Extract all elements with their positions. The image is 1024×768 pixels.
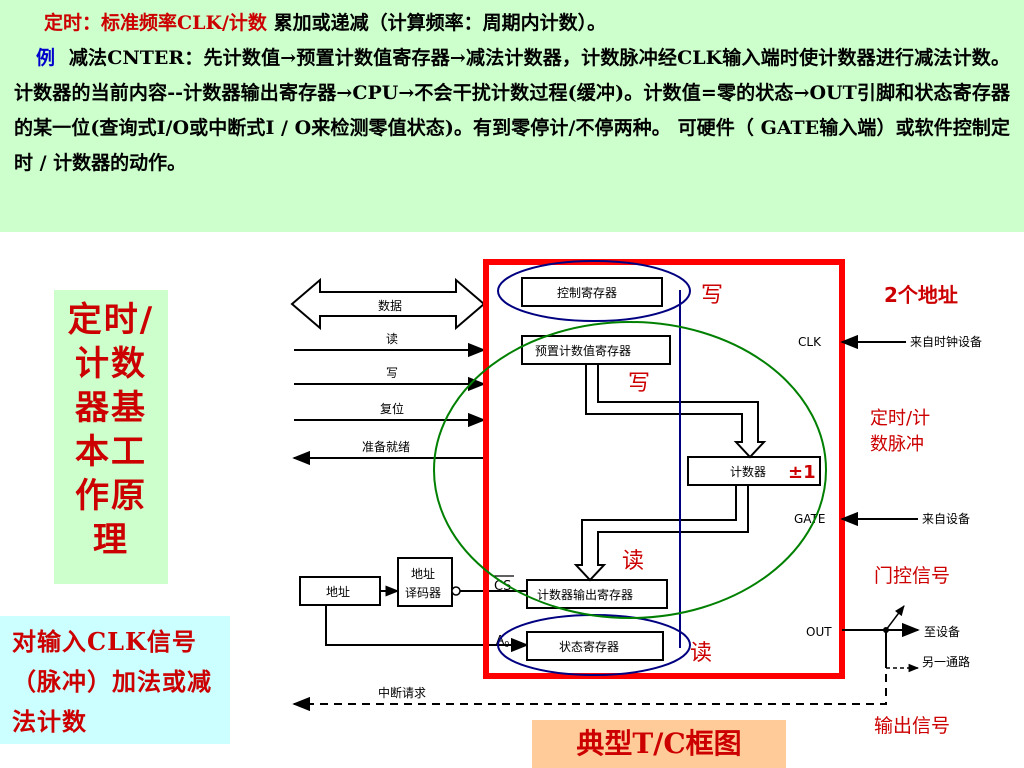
gate-source: 来自设备 <box>922 512 970 526</box>
signal-data: 数据 <box>378 298 402 313</box>
example-body: 减法CNTER：先计数值→预置计数值寄存器→减法计数器，计数脉冲经CLK输入端时… <box>14 47 1010 174</box>
annot-two-addresses: 2个地址 <box>884 283 958 307</box>
control-register-label: 控制寄存器 <box>557 285 617 300</box>
example-label: 例 <box>36 47 56 69</box>
annot-read-1: 读 <box>622 549 644 574</box>
intro-title: 定时：标准频率CLK/计数 <box>44 12 267 34</box>
annot-gate-signal: 门控信号 <box>874 565 950 587</box>
diagram-caption: 典型T/C框图 <box>532 720 786 768</box>
decoder-line1: 地址 <box>411 567 435 581</box>
signal-reset: 复位 <box>380 401 404 416</box>
signal-ready: 准备就绪 <box>362 440 410 454</box>
output-register <box>526 579 668 609</box>
out-switch <box>885 605 905 631</box>
annot-plus-minus: ±1 <box>788 462 816 483</box>
annot-write-2: 写 <box>628 371 650 396</box>
address-decoder <box>397 557 453 607</box>
left-title: 定时/计数器基本工作原理 <box>54 290 168 584</box>
counter-path-highlight <box>433 321 827 619</box>
pin-clk: CLK <box>798 335 822 349</box>
annot-write-1: 写 <box>701 283 723 308</box>
counter <box>687 456 821 486</box>
status-register <box>526 631 664 661</box>
annot-count-pulse-line2: 数脉冲 <box>870 434 924 455</box>
pin-out: OUT <box>806 625 832 639</box>
signal-a0: A0 <box>496 633 509 649</box>
signal-interrupt: 中断请求 <box>378 685 426 700</box>
intro-title-rest: 累加或递减（计算频率：周期内计数）。 <box>273 12 607 34</box>
signal-a0-letter: A <box>496 633 505 647</box>
annot-count-pulse-line1: 定时/计 <box>870 408 930 429</box>
signal-read: 读 <box>386 332 398 346</box>
annot-output-signal: 输出信号 <box>874 715 950 737</box>
left-note: 对输入CLK信号（脉冲）加法或减法计数 <box>0 616 230 744</box>
control-register-highlight <box>497 260 691 322</box>
counter-label: 计数器 <box>730 464 766 479</box>
address-label: 地址 <box>326 585 350 599</box>
clk-source: 来自时钟设备 <box>910 334 982 349</box>
a0-line <box>325 605 529 653</box>
counter-to-output-arrow <box>573 484 749 582</box>
preset-register-label: 预置计数值寄存器 <box>535 343 631 358</box>
other-path: 另一通路 <box>922 654 970 669</box>
interrupt-line <box>292 660 887 712</box>
control-register <box>521 277 663 307</box>
chip-boundary <box>483 259 845 679</box>
decoder-line2: 译码器 <box>405 586 441 600</box>
annot-read-2: 读 <box>690 641 712 666</box>
signal-a0-subscript: 0 <box>504 640 509 649</box>
pin-gate: GATE <box>794 512 826 526</box>
decoder-inverter <box>451 586 461 596</box>
output-register-label: 计数器输出寄存器 <box>537 587 633 602</box>
preset-register <box>521 335 671 365</box>
signal-cs: CS <box>494 579 511 594</box>
to-device: 至设备 <box>924 625 960 639</box>
signal-write: 写 <box>386 366 398 380</box>
intro-panel: 定时：标准频率CLK/计数 累加或递减（计算频率：周期内计数）。 例 减法CNT… <box>0 0 1024 232</box>
annot-count-pulse: 定时/计 数脉冲 <box>870 408 936 455</box>
intro-line-1: 定时：标准频率CLK/计数 累加或递减（计算频率：周期内计数）。 <box>14 6 1010 41</box>
status-register-label: 状态寄存器 <box>559 639 619 654</box>
preset-to-counter-arrow <box>585 363 767 459</box>
intro-line-2: 例 减法CNTER：先计数值→预置计数值寄存器→减法计数器，计数脉冲经CLK输入… <box>14 41 1010 181</box>
